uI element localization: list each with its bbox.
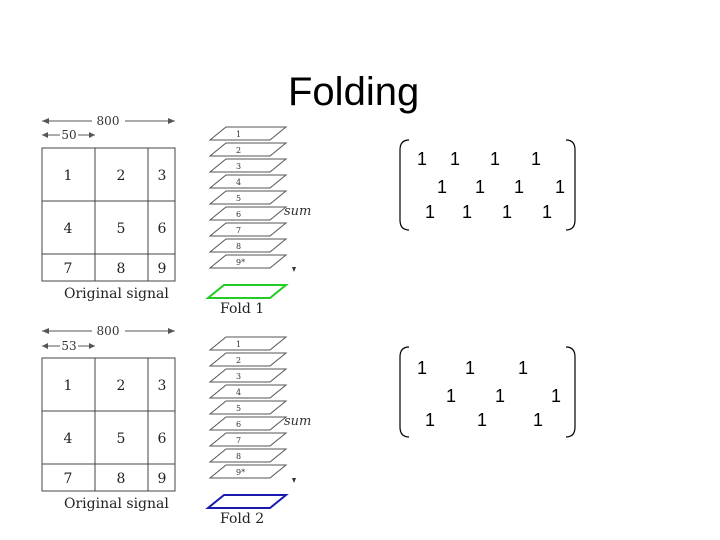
down-arrow-icon (292, 478, 296, 483)
offset-label: 50 (61, 128, 76, 142)
matrix-entry: 1 (475, 177, 485, 197)
panel-fold-1: 800 50 1 2 3 4 5 6 7 8 9 Original signal (41, 114, 576, 317)
plane-label: 6 (236, 420, 241, 429)
down-arrow-icon (292, 267, 296, 272)
matrix-entry: 1 (450, 149, 460, 169)
plane-label: 7 (236, 226, 241, 235)
plane-label: 5 (236, 194, 241, 203)
matrix-entry: 1 (502, 202, 512, 222)
grid-cell: 6 (158, 221, 167, 237)
grid-cell: 4 (64, 221, 73, 237)
matrix-entry: 1 (417, 149, 427, 169)
left-bracket (399, 139, 410, 231)
matrix-entry: 1 (417, 358, 427, 378)
grid-cell: 7 (64, 261, 73, 277)
right-bracket (565, 346, 576, 438)
matrix-entry: 1 (462, 202, 472, 222)
plane-label: 1 (236, 130, 241, 139)
offset-dimension: 50 (42, 128, 95, 142)
grid-cell: 1 (64, 168, 73, 184)
grid-cell: 3 (158, 378, 167, 394)
fold-label: Fold 2 (220, 511, 264, 527)
matrix-entry: 1 (514, 177, 524, 197)
left-bracket (399, 346, 410, 438)
matrix-entry: 1 (495, 386, 505, 406)
width-dimension: 800 (42, 114, 175, 128)
plane-label: 2 (236, 356, 241, 365)
grid-cell: 8 (117, 261, 126, 277)
plane-label: 2 (236, 146, 241, 155)
offset-dimension: 53 (42, 339, 95, 353)
matrix-entry: 1 (490, 149, 500, 169)
matrix-entry: 1 (425, 202, 435, 222)
original-signal-caption: Original signal (64, 496, 169, 512)
sum-label: sum (284, 204, 311, 219)
matrix-entry: 1 (555, 177, 565, 197)
matrix-entry: 1 (465, 358, 475, 378)
matrix-entry: 1 (551, 386, 561, 406)
plane-label: 6 (236, 210, 241, 219)
stacked-planes (208, 126, 288, 269)
grid-cell: 5 (117, 221, 126, 237)
plane-labels: 1 2 3 4 5 6 7 8 9* (236, 340, 245, 477)
plane-label: 8 (236, 242, 241, 251)
fold-matrix: 1 1 1 1 1 1 1 1 1 1 1 1 (399, 139, 576, 231)
grid-cell: 8 (117, 471, 126, 487)
plane-label: 5 (236, 404, 241, 413)
grid-cell: 3 (158, 168, 167, 184)
grid-cell: 9 (158, 471, 167, 487)
width-label: 800 (97, 324, 120, 338)
grid-cell: 7 (64, 471, 73, 487)
grid-cell: 5 (117, 431, 126, 447)
matrix-entry: 1 (477, 410, 487, 430)
signal-grid: 1 2 3 4 5 6 7 8 9 (41, 147, 176, 282)
right-bracket (565, 139, 576, 231)
plane-label: 9* (236, 468, 245, 477)
matrix-entry: 1 (425, 410, 435, 430)
slide-title: Folding (288, 70, 420, 114)
grid-cell: 9 (158, 261, 167, 277)
plane-label: 1 (236, 340, 241, 349)
signal-grid: 1 2 3 4 5 6 7 8 9 (41, 357, 176, 492)
grid-cell: 6 (158, 431, 167, 447)
original-signal-caption: Original signal (64, 286, 169, 302)
matrix-entry: 1 (533, 410, 543, 430)
grid-cell: 4 (64, 431, 73, 447)
offset-label: 53 (61, 339, 76, 353)
plane-labels: 1 2 3 4 5 6 7 8 9* (236, 130, 245, 267)
panel-fold-2: 800 53 1 2 3 4 5 6 7 8 9 Original signal (41, 324, 576, 527)
plane-label: 4 (236, 178, 241, 187)
matrix-entry: 1 (531, 149, 541, 169)
matrix-entry: 1 (437, 177, 447, 197)
fold-plane (205, 284, 289, 299)
matrix-entry: 1 (542, 202, 552, 222)
plane-label: 3 (236, 372, 241, 381)
sum-label: sum (284, 414, 311, 429)
fold-matrix: 1 1 1 1 1 1 1 1 1 (399, 346, 576, 438)
plane-label: 7 (236, 436, 241, 445)
plane-label: 8 (236, 452, 241, 461)
matrix-entry: 1 (446, 386, 456, 406)
width-label: 800 (97, 114, 120, 128)
matrix-entry: 1 (518, 358, 528, 378)
grid-cell: 2 (117, 168, 126, 184)
plane-label: 4 (236, 388, 241, 397)
grid-cell: 2 (117, 378, 126, 394)
width-dimension: 800 (42, 324, 175, 338)
plane-label: 3 (236, 162, 241, 171)
plane-label: 9* (236, 258, 245, 267)
fold-plane (205, 494, 289, 509)
grid-cell: 1 (64, 378, 73, 394)
stacked-planes (208, 336, 288, 479)
fold-label: Fold 1 (220, 301, 264, 317)
